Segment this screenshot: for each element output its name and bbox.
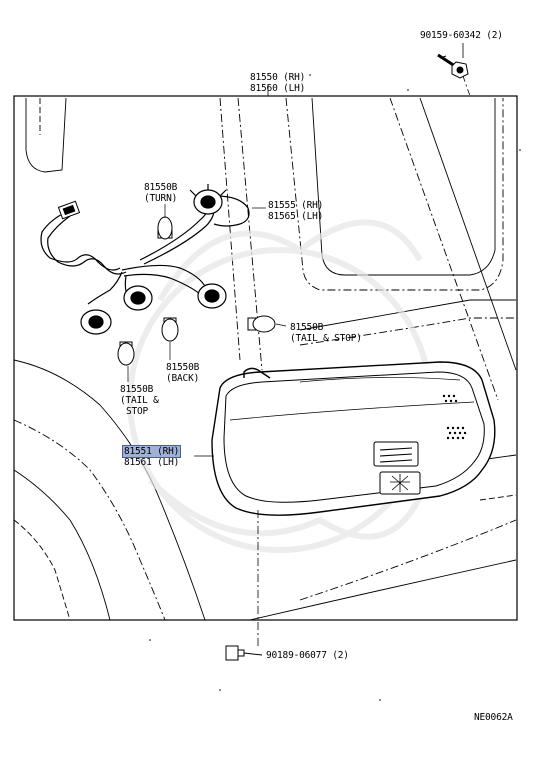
clip-icon[interactable] <box>225 645 263 661</box>
label-bulb-turn[interactable]: 81550B (TURN) <box>144 182 177 204</box>
part-description: (TURN) <box>144 193 178 204</box>
part-description: (BACK) <box>166 373 200 384</box>
label-screw-top[interactable]: 90159-60342 (2) <box>420 30 503 41</box>
label-bulb-back[interactable]: 81550B (BACK) <box>166 362 199 384</box>
part-number-lh: 81560 (LH) <box>250 83 306 94</box>
vehicle-body-outline <box>13 97 517 621</box>
bulb-turn-icon[interactable] <box>157 216 173 240</box>
harness-connector <box>57 200 81 220</box>
part-number-rh: 81555 (RH) <box>268 200 324 211</box>
screw-icon[interactable] <box>437 53 469 79</box>
part-number-lh: 81561 (LH) <box>124 457 180 468</box>
lamp-side-pattern <box>442 394 467 440</box>
label-rear-lamp[interactable]: 81551 (RH) 81561 (LH) <box>121 445 182 468</box>
rear-combination-lamp[interactable] <box>211 361 496 516</box>
scan-specks <box>149 74 521 701</box>
part-number-text: 90189-06077 (2) <box>266 650 349 661</box>
label-socket-wire[interactable]: 81555 (RH) 81565 (LH) <box>268 200 323 222</box>
socket-tail-stop-right[interactable] <box>197 283 227 309</box>
label-bulb-tail-stop-right[interactable]: 81550B (TAIL & STOP) <box>290 322 362 344</box>
part-number-text: 81550B <box>120 384 154 395</box>
leader-line <box>462 75 471 97</box>
part-number-text: 81550B <box>144 182 178 193</box>
reflector-lens <box>379 471 421 495</box>
bulb-tail-stop-left-icon[interactable] <box>117 341 135 366</box>
label-lens-assembly[interactable]: 81550 (RH) 81560 (LH) <box>250 72 305 94</box>
label-clip-bottom[interactable]: 90189-06077 (2) <box>266 650 349 661</box>
socket-back[interactable] <box>123 285 153 311</box>
bulb-back-icon[interactable] <box>161 317 179 342</box>
socket-turn[interactable] <box>189 184 227 215</box>
part-number-text: 81550B <box>166 362 200 373</box>
diagram-frame <box>13 95 518 621</box>
part-description: (TAIL & STOP) <box>290 333 362 344</box>
part-number-lh: 81565 (LH) <box>268 211 324 222</box>
diagram-code-text: NE0062A <box>474 712 513 723</box>
part-number-text: 81550B <box>290 322 324 333</box>
part-number-rh: 81550 (RH) <box>250 72 306 83</box>
reverse-lamp-lens <box>373 441 419 467</box>
leader-lines-bulbs <box>127 204 287 382</box>
diagram-code: NE0062A <box>474 712 513 723</box>
part-number-text: 90159-60342 (2) <box>420 30 503 41</box>
part-number-rh-highlighted: 81551 (RH) <box>121 445 182 458</box>
label-bulb-tail-stop-left[interactable]: 81550B (TAIL & STOP <box>120 384 159 417</box>
bulb-tail-stop-right-icon[interactable] <box>247 315 276 333</box>
part-description: (TAIL & <box>120 395 159 406</box>
part-description: STOP <box>126 406 149 417</box>
socket-tail-stop-left[interactable] <box>80 309 112 335</box>
